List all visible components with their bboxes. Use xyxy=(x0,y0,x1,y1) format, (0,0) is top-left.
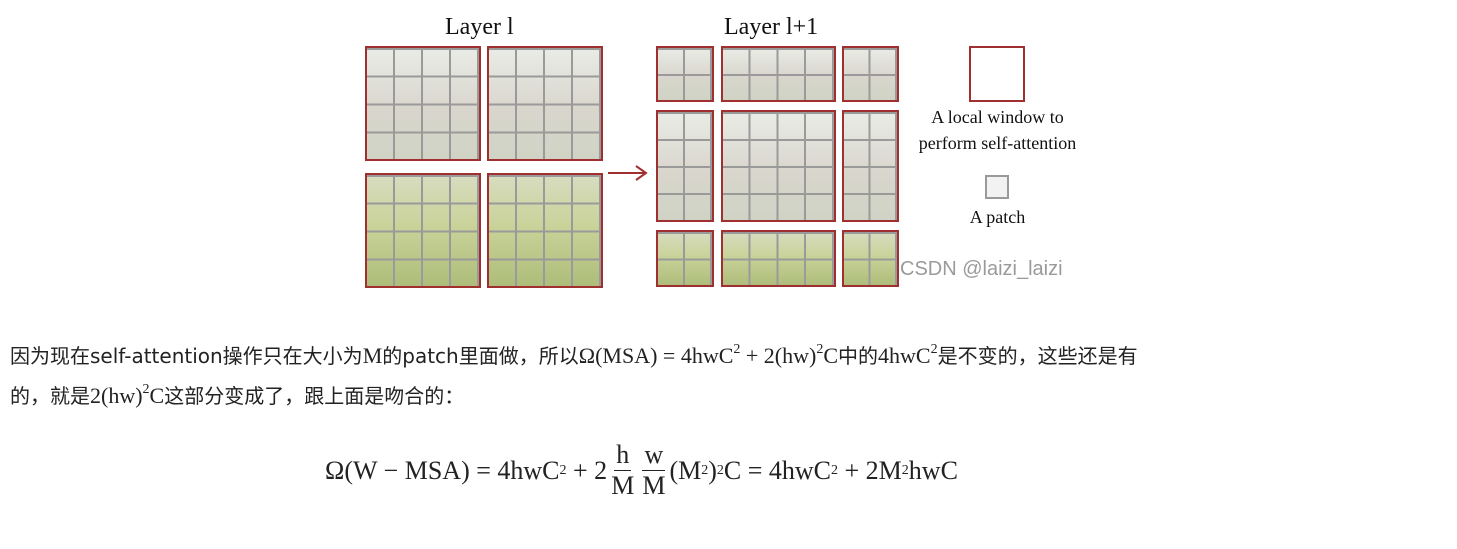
formula-part: Ω(W − MSA) = 4hwC xyxy=(325,455,560,485)
math-part: 4hwC xyxy=(878,343,931,368)
layer-l-label: Layer l xyxy=(445,14,514,40)
inline-term: 4hwC2 xyxy=(878,342,938,369)
para-text: 的patch里面做，所以 xyxy=(382,344,579,368)
inline-term: 2(hw)2C xyxy=(90,382,165,409)
para-text: 因为现在self-attention操作只在大小为 xyxy=(10,344,363,368)
legend-window-label-line1: A local window to xyxy=(931,107,1064,127)
frac-num: h xyxy=(614,440,632,471)
inline-formula: Ω(MSA) = 4hwC2 + 2(hw)2C xyxy=(578,342,839,369)
paragraph-line-2: 的，就是2(hw)2C这部分变成了，跟上面是吻合的： xyxy=(10,376,464,416)
attention-window xyxy=(721,46,836,102)
math-sup: 2 xyxy=(930,342,938,357)
legend-window-label-line2: perform self-attention xyxy=(918,133,1077,153)
para-text: 的，就是 xyxy=(10,384,90,408)
attention-window xyxy=(487,46,603,161)
attention-window xyxy=(842,230,899,287)
math-part: Ω(MSA) = 4hwC xyxy=(578,343,734,368)
formula-part: + 2M xyxy=(838,455,902,485)
formula-part: ) xyxy=(708,455,717,485)
frac-den: M xyxy=(611,471,635,500)
math-part: 2(hw) xyxy=(90,383,143,408)
formula-part: C = 4hwC xyxy=(723,455,832,485)
frac-num: w xyxy=(642,440,666,471)
attention-window xyxy=(656,110,714,222)
formula-part: hwC xyxy=(908,455,958,485)
attention-window xyxy=(656,46,714,102)
legend-patch-label: A patch xyxy=(969,207,1026,227)
attention-window xyxy=(656,230,714,287)
math-m: M xyxy=(362,343,383,368)
math-sup: 2 xyxy=(733,342,741,357)
attention-window xyxy=(842,110,899,222)
watermark: CSDN @laizi_laizi xyxy=(900,258,1063,280)
legend-window-label: A local window to perform self-attention xyxy=(890,104,1105,156)
para-text: 是不变的，这些还是有 xyxy=(937,344,1138,368)
attention-window xyxy=(365,173,481,288)
formula-part: (M xyxy=(669,455,702,485)
attention-window xyxy=(842,46,899,102)
paragraph-line-1: 因为现在self-attention操作只在大小为M的patch里面做，所以Ω(… xyxy=(10,336,1138,376)
math-part: + 2(hw) xyxy=(740,343,817,368)
math-sup: 2 xyxy=(142,382,150,397)
math-part: C xyxy=(149,383,165,408)
attention-window xyxy=(487,173,603,288)
frac-den: M xyxy=(642,471,666,500)
arrow-right-icon xyxy=(608,165,648,181)
attention-window xyxy=(721,110,836,222)
attention-window xyxy=(721,230,836,287)
legend-window-swatch xyxy=(969,46,1025,102)
legend-patch-swatch xyxy=(985,175,1009,199)
layer-l-plus-1-label: Layer l+1 xyxy=(724,14,819,40)
formula-part: + 2 xyxy=(566,455,608,485)
para-text: 这部分变成了，跟上面是吻合的： xyxy=(164,384,465,408)
math-part: C xyxy=(823,343,839,368)
math-sup: 2 xyxy=(816,342,824,357)
para-text: 中的 xyxy=(838,344,879,368)
attention-window xyxy=(365,46,481,161)
